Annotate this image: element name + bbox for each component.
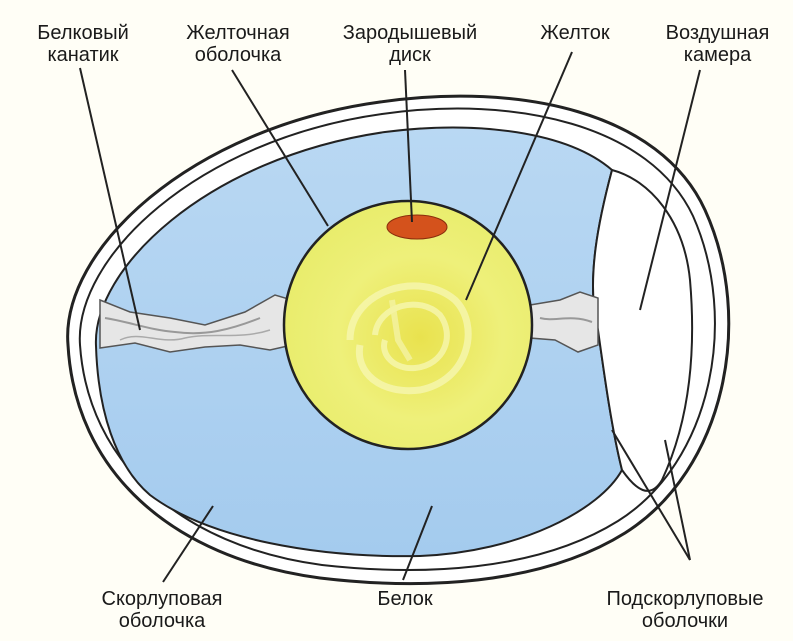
- label-shell-membranes: Подскорлуповые оболочки: [585, 588, 785, 632]
- leader-vitelline: [231, 69, 329, 227]
- germinal-disc: [386, 214, 448, 240]
- leader-membrane-2: [664, 439, 691, 561]
- label-vitelline-membrane: Желточная оболочка: [163, 22, 313, 66]
- label-shell-membranes-line1: Подскорлуповые: [606, 588, 764, 610]
- label-chalaza-line1: Белковый: [37, 22, 129, 44]
- leader-membrane-1: [611, 429, 691, 561]
- label-air-cell-line2: камера: [683, 44, 752, 66]
- leader-shell: [162, 505, 214, 583]
- leader-lines: [79, 51, 701, 583]
- leader-germinal: [404, 69, 413, 223]
- label-shell-line1: Скорлуповая: [101, 588, 223, 610]
- leader-chalaza: [79, 67, 141, 331]
- label-chalaza: Белковый канатик: [8, 22, 158, 66]
- yolk-sphere: [282, 199, 534, 451]
- label-yolk: Желток: [520, 22, 630, 44]
- label-germinal-line2: диск: [389, 44, 431, 66]
- label-shell-line2: оболочка: [118, 610, 206, 632]
- label-air-cell: Воздушная камера: [645, 22, 790, 66]
- label-albumen: Белок: [355, 588, 455, 610]
- chalaza-right: [529, 291, 599, 353]
- label-yolk-line1: Желток: [540, 22, 610, 44]
- label-vitelline-line2: оболочка: [194, 44, 282, 66]
- label-germinal-disc: Зародышевый диск: [320, 22, 500, 66]
- leader-air-cell: [639, 69, 701, 311]
- leader-albumen: [402, 505, 433, 581]
- label-albumen-line1: Белок: [377, 588, 433, 610]
- chalaza-left-twist: [104, 317, 261, 335]
- label-germinal-line1: Зародышевый: [342, 22, 478, 44]
- label-chalaza-line2: канатик: [47, 44, 119, 66]
- label-vitelline-line1: Желточная: [186, 22, 290, 44]
- label-shell-membranes-line2: оболочки: [641, 610, 729, 632]
- leader-yolk: [465, 51, 573, 301]
- label-air-cell-line1: Воздушная: [665, 22, 770, 44]
- label-shell: Скорлуповая оболочка: [72, 588, 252, 632]
